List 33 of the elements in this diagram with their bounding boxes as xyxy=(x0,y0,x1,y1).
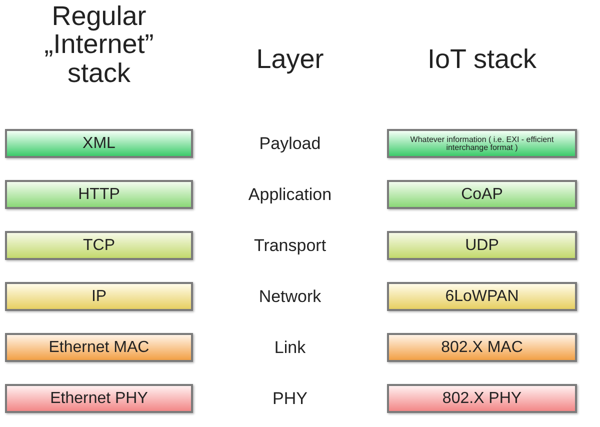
column-heading: Regular „Internet” stack xyxy=(43,2,155,88)
layer-name: Link xyxy=(274,338,306,358)
protocol-name: HTTP xyxy=(77,186,121,204)
protocol-box xyxy=(5,282,193,311)
protocol-name: Ethernet MAC xyxy=(48,338,150,356)
protocol-box xyxy=(5,384,193,413)
protocol-box xyxy=(5,129,193,158)
protocol-name: XML xyxy=(82,134,116,152)
protocol-name: IP xyxy=(90,288,108,306)
layer-name: Network xyxy=(258,286,322,306)
protocol-box xyxy=(387,231,577,260)
protocol-name: 802.X PHY xyxy=(441,390,523,408)
protocol-box xyxy=(387,129,577,158)
protocol-box xyxy=(387,384,577,413)
protocol-name: TCP xyxy=(82,236,116,254)
protocol-box xyxy=(387,333,577,362)
layer-name: Payload xyxy=(259,134,321,154)
protocol-box xyxy=(387,282,577,311)
protocol-name: 802.X MAC xyxy=(440,338,524,356)
protocol-box xyxy=(387,180,577,209)
protocol-name: Whatever information ( i.e. EXI - efficient interchange format ) xyxy=(409,136,555,152)
protocol-box xyxy=(5,333,193,362)
protocol-box xyxy=(5,180,193,209)
layer-name: Transport xyxy=(254,236,326,256)
protocol-name: UDP xyxy=(464,236,500,254)
protocol-name: CoAP xyxy=(460,186,504,204)
column-heading: IoT stack xyxy=(427,44,537,74)
column-heading: Layer xyxy=(256,44,324,74)
layer-name: Application xyxy=(248,184,332,204)
protocol-name: Ethernet PHY xyxy=(49,390,149,408)
protocol-name: 6LoWPAN xyxy=(444,288,520,306)
layer-name: PHY xyxy=(272,388,308,408)
protocol-box xyxy=(5,231,193,260)
